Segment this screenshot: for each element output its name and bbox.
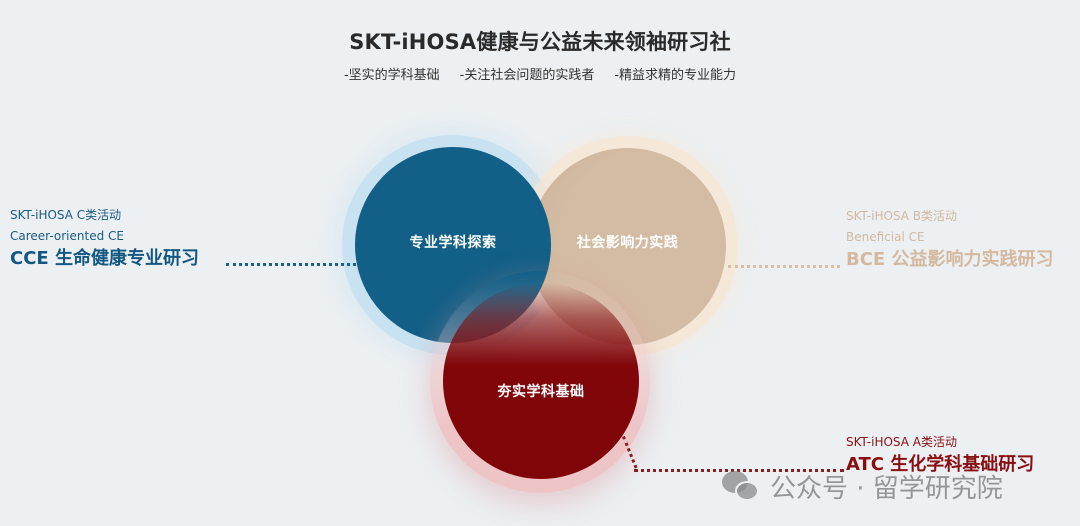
activity-a-category: SKT-iHOSA A类活动 [846, 435, 957, 449]
activity-c-label: SKT-iHOSA C类活动 Career-oriented CE CCE 生命… [10, 205, 199, 271]
circle-social-impact-label: 社会影响力实践 [576, 234, 679, 251]
activity-c-name: CCE 生命健康专业研习 [10, 248, 199, 269]
connector-cce [226, 263, 356, 266]
activity-b-english: Beneficial CE [846, 230, 925, 244]
connector-bce [728, 265, 840, 268]
activity-a-label: SKT-iHOSA A类活动 ATC 生化学科基础研习 [846, 432, 1034, 477]
watermark-text: 公众号 · 留学研究院 [770, 474, 1003, 504]
circle-foundation: 夯实学科基础 [443, 283, 639, 479]
tagline-1: -坚实的学科基础 [343, 68, 440, 83]
activity-b-label: SKT-iHOSA B类活动 Beneficial CE BCE 公益影响力实践… [846, 206, 1054, 272]
page-title: SKT-iHOSA健康与公益未来领袖研习社 [349, 30, 731, 54]
activity-a-name: ATC 生化学科基础研习 [846, 454, 1035, 475]
circle-foundation-label: 夯实学科基础 [497, 384, 585, 400]
taglines: -坚实的学科基础 -关注社会问题的实践者 -精益求精的专业能力 [0, 64, 1080, 83]
wechat-icon [722, 470, 762, 503]
activity-c-category: SKT-iHOSA C类活动 [10, 208, 122, 222]
activity-c-english: Career-oriented CE [10, 229, 124, 243]
tagline-3: -精益求精的专业能力 [614, 68, 737, 83]
activity-b-name: BCE 公益影响力实践研习 [846, 249, 1054, 270]
watermark: 公众号 · 留学研究院 [722, 468, 1003, 505]
connector-atc [634, 469, 844, 472]
circle-professional-exploration-label: 专业学科探索 [409, 235, 497, 251]
activity-b-category: SKT-iHOSA B类活动 [846, 209, 958, 223]
tagline-2: -关注社会问题的实践者 [459, 68, 595, 83]
